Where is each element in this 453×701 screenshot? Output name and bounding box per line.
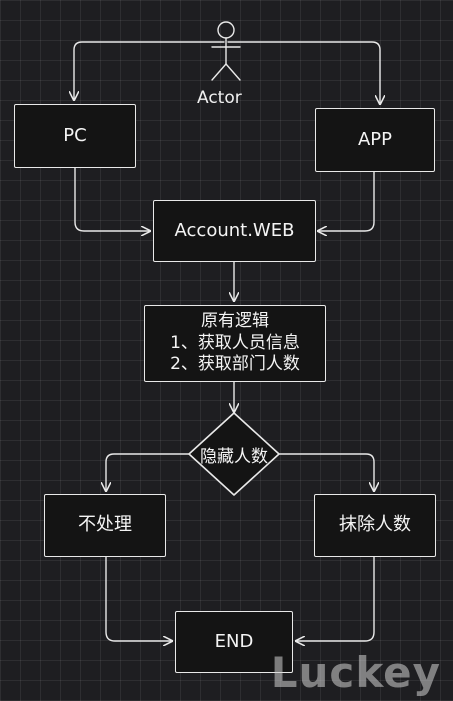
no-process-node: 不处理 xyxy=(44,494,166,557)
edge-actor-app xyxy=(227,41,380,104)
edge-erase-end xyxy=(296,556,375,641)
edge-noprocess-end xyxy=(105,556,172,641)
edge-app-account xyxy=(318,171,375,231)
logic-step-1: 1、获取人员信息 xyxy=(170,332,300,353)
edge-decision-noprocess xyxy=(106,453,191,491)
actor-label: Actor xyxy=(197,88,242,108)
decision-label: 隐藏人数 xyxy=(200,446,268,467)
erase-count-node: 抹除人数 xyxy=(314,494,436,557)
end-node: END xyxy=(175,611,293,673)
watermark: Luckey xyxy=(270,648,441,697)
decision-diamond-shape xyxy=(188,412,280,496)
original-logic-node: 原有逻辑 1、获取人员信息 2、获取部门人数 xyxy=(144,305,326,382)
actor-figure xyxy=(211,21,241,81)
account-web-node: Account.WEB xyxy=(153,200,316,262)
edge-actor-pc xyxy=(74,41,225,100)
edge-pc-account xyxy=(74,167,150,231)
logic-title: 原有逻辑 xyxy=(201,310,269,331)
app-node: APP xyxy=(315,108,435,172)
logic-step-2: 2、获取部门人数 xyxy=(170,354,300,375)
edge-decision-erase xyxy=(277,453,374,491)
pc-node: PC xyxy=(14,104,136,168)
